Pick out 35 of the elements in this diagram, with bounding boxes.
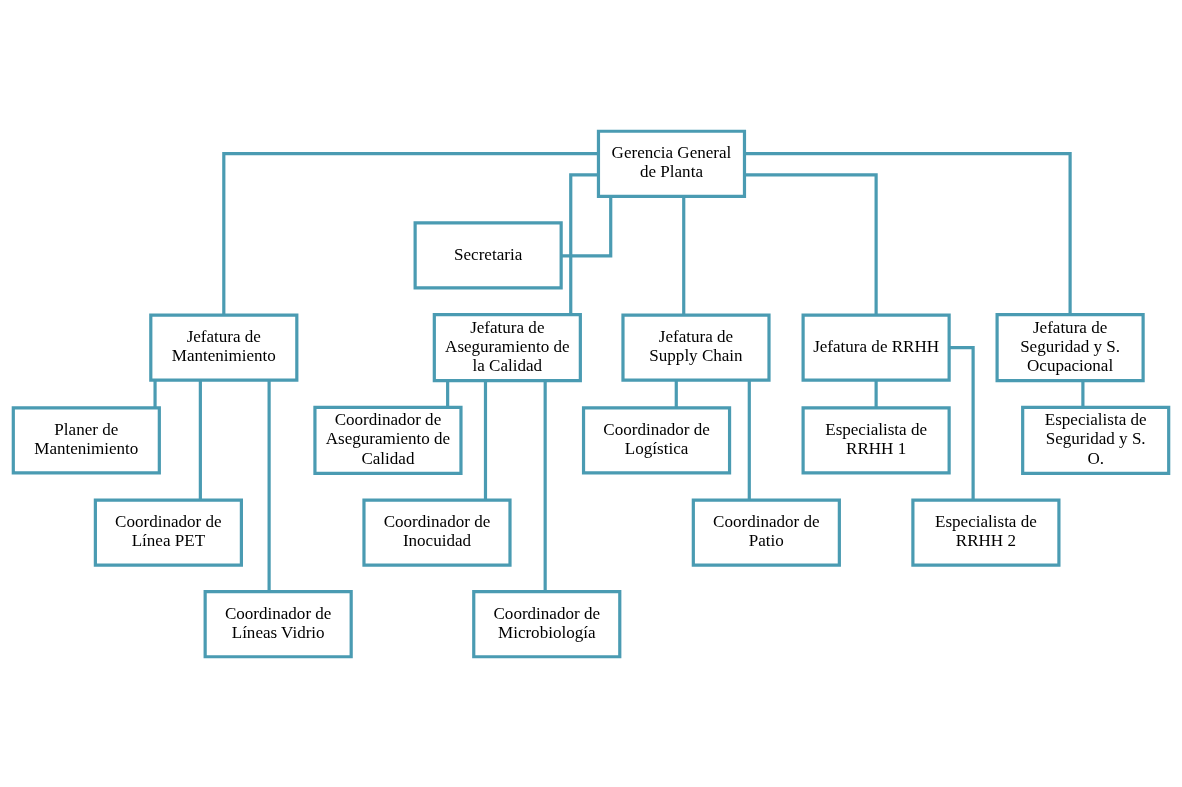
node-box: Jefatura de Supply Chain: [621, 313, 771, 382]
node-box: Coordinador de Líneas Vidrio: [203, 589, 353, 658]
connector: [682, 196, 686, 315]
node-box: Planer de Mantenimiento: [11, 405, 161, 474]
node-box: Jefatura de RRHH: [801, 313, 951, 382]
connector: [198, 379, 202, 500]
connector: [949, 345, 975, 500]
connector: [674, 380, 678, 408]
node-box: Coordinador de Logística: [581, 405, 732, 474]
connector: [561, 196, 613, 258]
connector: [744, 151, 1072, 314]
node-box: Coordinador de Aseguramiento de Calidad: [313, 405, 463, 475]
node-box: Jefatura de Aseguramiento de la Calidad: [432, 312, 582, 382]
node-box: Especialista de RRHH 2: [911, 497, 1061, 567]
connector: [744, 172, 878, 315]
node-box: Especialista de RRHH 1: [801, 405, 951, 474]
connector: [874, 380, 878, 408]
connector: [483, 380, 488, 500]
node-box: Jefatura de Seguridad y S. Ocupacional: [995, 312, 1145, 382]
connector: [222, 151, 599, 315]
connector: [747, 379, 751, 500]
connector: [267, 379, 271, 591]
connector: [569, 172, 599, 314]
connector: [543, 380, 547, 592]
connector: [1081, 380, 1085, 407]
node-box: Jefatura de Mantenimiento: [149, 313, 299, 382]
node-box: Secretaria: [413, 220, 563, 290]
node-box: Coordinador de Patio: [691, 497, 841, 567]
connector: [446, 380, 450, 407]
node-box: Coordinador de Línea PET: [93, 497, 243, 567]
connector: [153, 380, 157, 408]
node-box: Coordinador de Inocuidad: [362, 497, 512, 567]
node-box: Gerencia General de Planta: [596, 129, 747, 198]
node-box: Coordinador de Microbiología: [472, 589, 622, 658]
node-box: Especialista de Seguridad y S. O.: [1021, 405, 1171, 475]
